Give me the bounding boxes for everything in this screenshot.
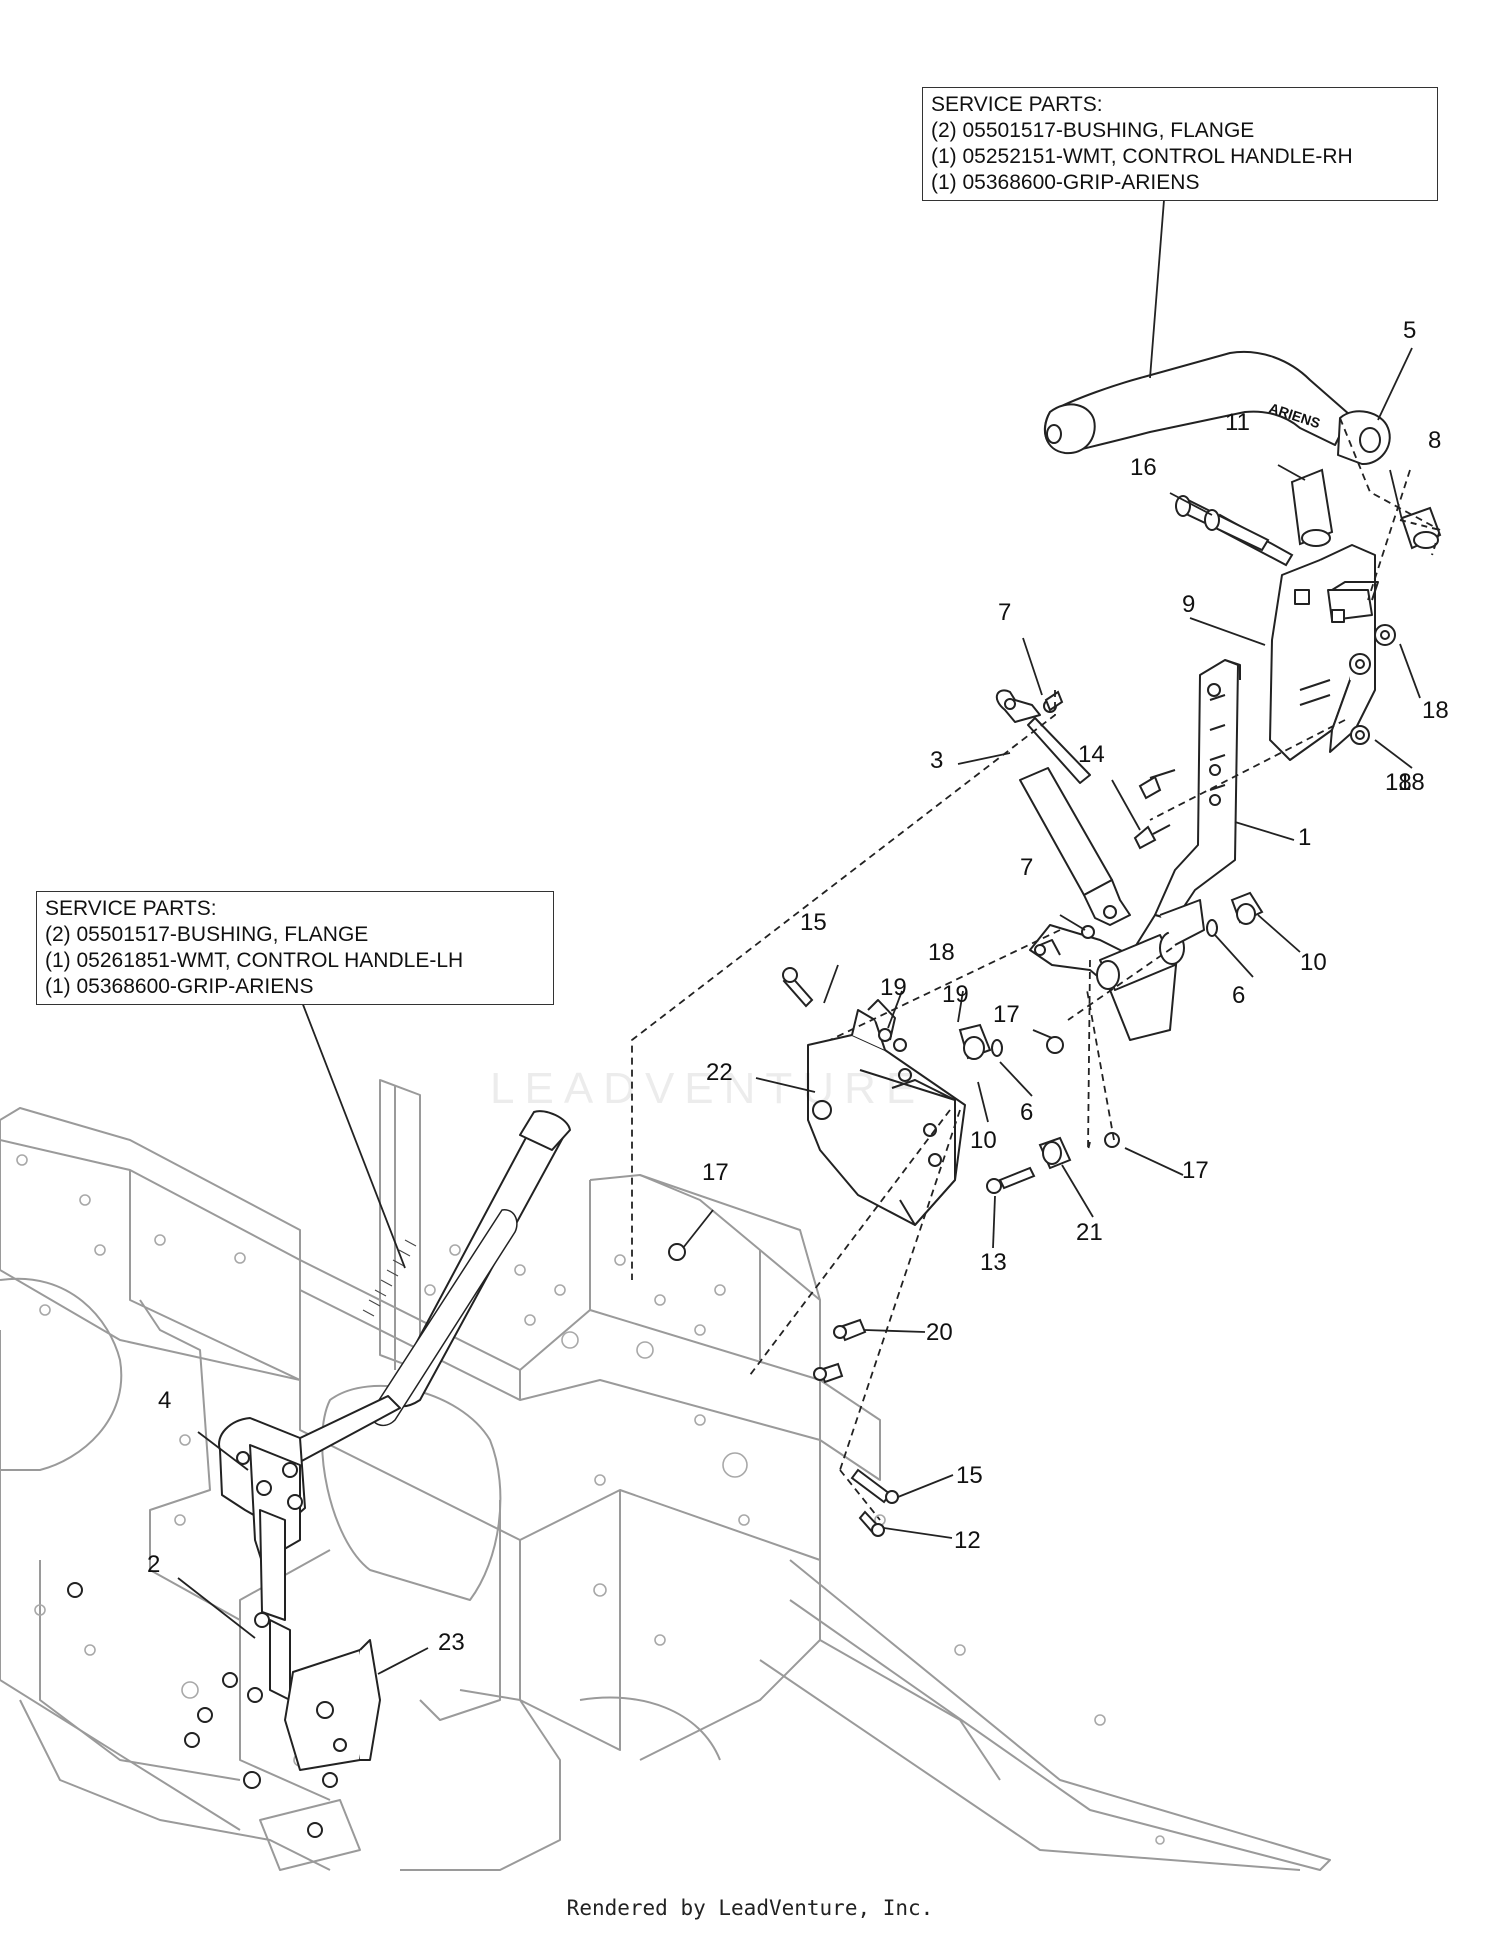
callout-5: 5 bbox=[1403, 317, 1416, 344]
callout-7a: 7 bbox=[998, 599, 1011, 626]
callout-22: 22 bbox=[706, 1059, 733, 1086]
rh-pivot-bolts bbox=[1175, 495, 1294, 567]
mower-frame bbox=[0, 1079, 1331, 1871]
service-parts-rh-line: (1) 05252151-WMT, CONTROL HANDLE-RH bbox=[931, 145, 1353, 168]
callout-14: 14 bbox=[1078, 741, 1105, 768]
callout-6b: 6 bbox=[1020, 1099, 1033, 1126]
callout-10b: 10 bbox=[970, 1127, 997, 1154]
callout-2: 2 bbox=[147, 1551, 160, 1578]
service-parts-lh-title: SERVICE PARTS: bbox=[45, 897, 217, 920]
callout-15a: 15 bbox=[800, 909, 827, 936]
callout-11: 11 bbox=[1225, 409, 1250, 436]
service-parts-lh-line: (2) 05501517-BUSHING, FLANGE bbox=[45, 923, 369, 946]
control-arm bbox=[1029, 659, 1241, 1041]
callout-12: 12 bbox=[954, 1527, 981, 1554]
assembly-lines bbox=[631, 417, 1441, 1521]
callout-9: 9 bbox=[1182, 591, 1195, 618]
rh-pivot-plates bbox=[1269, 544, 1379, 761]
callout-18c: 18 bbox=[1398, 769, 1425, 796]
callout-6a: 6 bbox=[1232, 982, 1245, 1009]
callout-18b: 18 bbox=[1385, 769, 1412, 796]
watermark: LEADVENTURE bbox=[490, 1064, 926, 1113]
service-parts-rh-title: SERVICE PARTS: bbox=[931, 93, 1103, 116]
callout-18d: 18 bbox=[928, 939, 955, 966]
callout-10a: 10 bbox=[1300, 949, 1327, 976]
callout-21: 21 bbox=[1076, 1219, 1103, 1246]
lh-grip-hatching bbox=[362, 1239, 417, 1317]
callout-3: 3 bbox=[930, 747, 943, 774]
service-parts-lh-line: (1) 05261851-WMT, CONTROL HANDLE-LH bbox=[45, 949, 464, 972]
service-parts-lh-box: SERVICE PARTS: (2) 05501517-BUSHING, FLA… bbox=[36, 891, 554, 1005]
callout-4: 4 bbox=[158, 1387, 171, 1414]
callout-20: 20 bbox=[926, 1319, 953, 1346]
callout-15b: 15 bbox=[956, 1462, 983, 1489]
leader-lines bbox=[177, 199, 1421, 1675]
callout-8: 8 bbox=[1428, 427, 1441, 454]
callout-19b: 19 bbox=[942, 981, 969, 1008]
callout-17b: 17 bbox=[702, 1159, 729, 1186]
part-number-callouts: 5 11 8 16 9 18 7 18 3 14 18 1 7 10 6 15 … bbox=[147, 317, 1449, 1656]
callout-7b: 7 bbox=[1020, 854, 1033, 881]
callout-17c: 17 bbox=[1182, 1157, 1209, 1184]
lh-control-handle bbox=[67, 1110, 571, 1838]
gas-shock bbox=[995, 689, 1131, 926]
rh-spacers bbox=[1290, 468, 1442, 556]
rh-control-handle: ARIENS bbox=[1043, 350, 1391, 466]
hardware bbox=[668, 624, 1396, 1537]
render-credit: Rendered by LeadVenture, Inc. bbox=[566, 1896, 934, 1920]
service-parts-rh-line: (2) 05501517-BUSHING, FLANGE bbox=[931, 119, 1255, 142]
callout-19a: 19 bbox=[880, 974, 907, 1001]
frame-holes bbox=[16, 1154, 1165, 1845]
callout-18a: 18 bbox=[1422, 697, 1449, 724]
callout-13: 13 bbox=[980, 1249, 1007, 1276]
callout-23: 23 bbox=[438, 1629, 465, 1656]
service-parts-rh-line: (1) 05368600-GRIP-ARIENS bbox=[931, 171, 1200, 194]
callout-17a: 17 bbox=[993, 1001, 1020, 1028]
callout-1: 1 bbox=[1298, 824, 1311, 851]
callout-16: 16 bbox=[1130, 454, 1157, 481]
service-parts-lh-line: (1) 05368600-GRIP-ARIENS bbox=[45, 975, 314, 998]
service-parts-rh-box: SERVICE PARTS: (2) 05501517-BUSHING, FLA… bbox=[922, 87, 1438, 201]
